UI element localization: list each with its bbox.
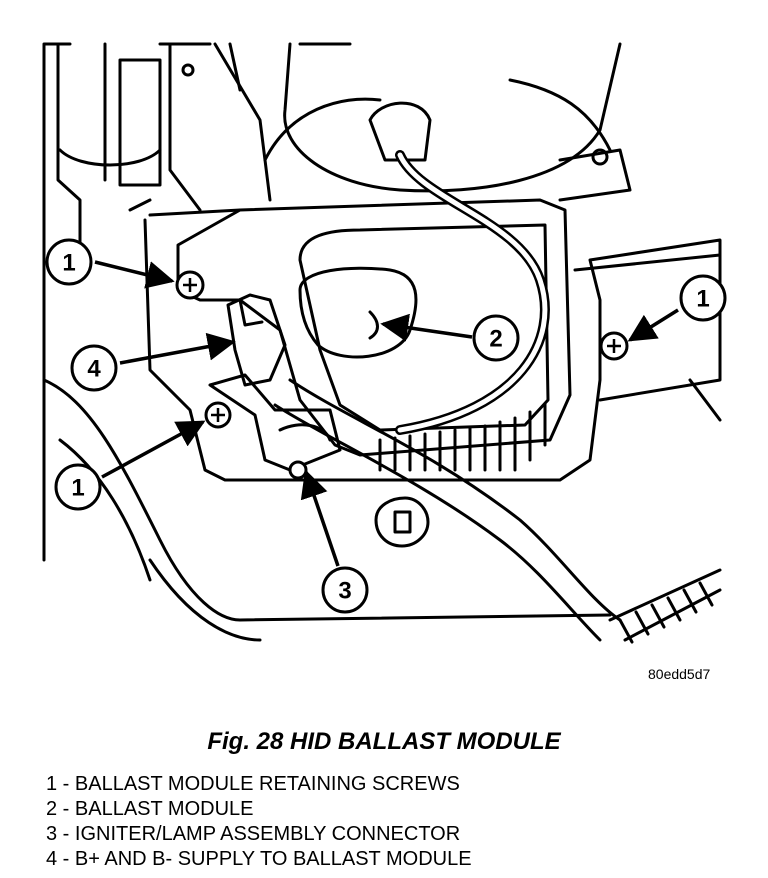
legend-item: 4 - B+ AND B- SUPPLY TO BALLAST MODULE <box>46 848 472 870</box>
legend-item: 1 - BALLAST MODULE RETAINING SCREWS <box>46 773 460 795</box>
callout-2-arrow <box>380 313 473 342</box>
callout-circle-2 <box>472 314 520 362</box>
figure-caption: Fig. 28 HID BALLAST MODULE <box>207 728 561 755</box>
callout-4-arrow <box>119 332 236 365</box>
callout-1-top-arrow <box>94 260 175 289</box>
legend-item: 2 - BALLAST MODULE <box>46 798 254 820</box>
callout-3-arrow <box>300 469 340 567</box>
callout-number: 2 <box>489 326 502 353</box>
hid-ballast-illustration: 1 1 1 2 3 4 <box>42 42 727 644</box>
callout-number: 3 <box>338 578 351 605</box>
callout-1-right-arrow <box>627 308 679 342</box>
callout-circle-1-top <box>45 238 93 286</box>
callout-circle-3 <box>321 566 369 614</box>
callout-circle-4 <box>70 344 118 392</box>
callout-circle-1-right <box>679 274 727 322</box>
legend-list: 1 - BALLAST MODULE RETAINING SCREWS 2 - … <box>46 772 472 872</box>
legend-item: 3 - IGNITER/LAMP ASSEMBLY CONNECTOR <box>46 823 461 845</box>
figure-reference-code: 80edd5d7 <box>648 666 711 682</box>
callout-number: 4 <box>87 356 101 383</box>
callout-number: 1 <box>71 475 84 502</box>
callout-circle-1-bottom <box>54 463 102 511</box>
callout-number: 1 <box>62 250 75 277</box>
retaining-screw <box>288 460 308 480</box>
callout-1-bottom-arrow <box>101 420 206 479</box>
callout-number: 1 <box>696 286 709 313</box>
